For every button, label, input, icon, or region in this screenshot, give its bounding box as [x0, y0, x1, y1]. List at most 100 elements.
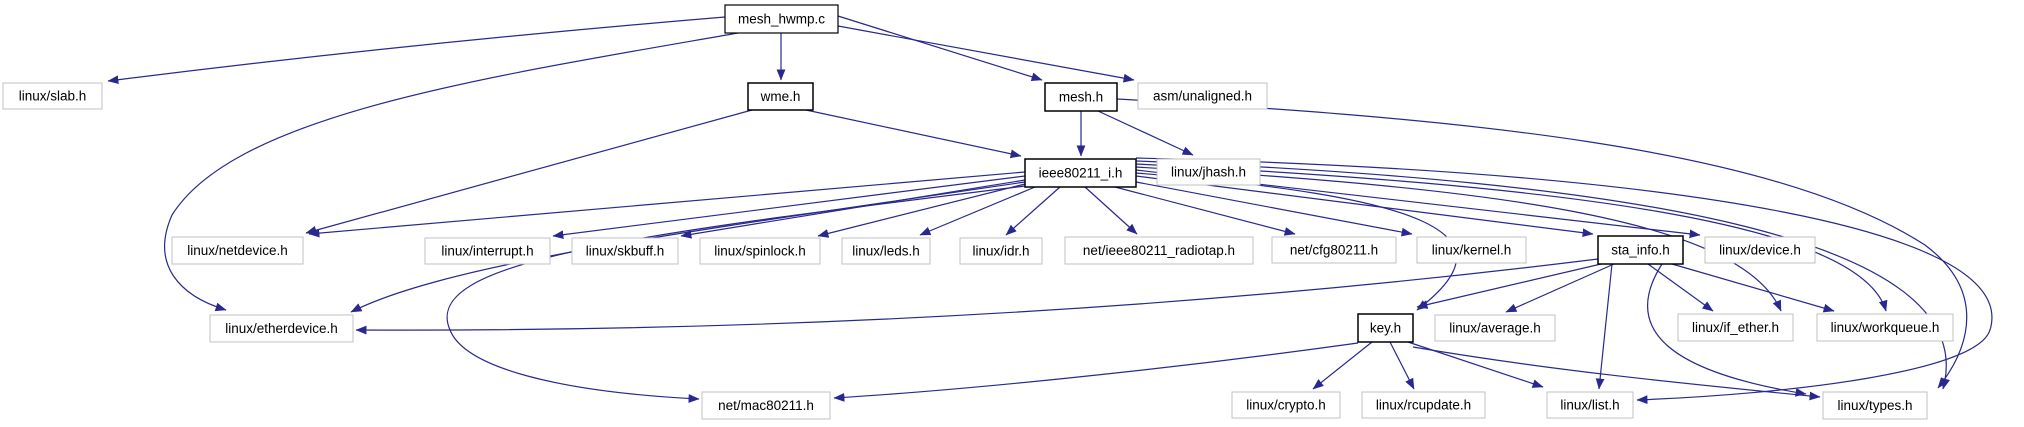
edge-i80211-mac: [446, 185, 1026, 403]
node-label-linux/jhash.h: linux/jhash.h: [1171, 165, 1246, 180]
node-label-linux/if_ether.h: linux/if_ether.h: [1692, 320, 1779, 335]
node-label-linux/types.h: linux/types.h: [1837, 398, 1912, 413]
edge-hwmp-slab: [107, 16, 726, 85]
node-box-linux/average.h: [1434, 314, 1556, 342]
node-linux/interrupt.h: linux/interrupt.h: [424, 237, 551, 265]
node-box-sta_info.h[interactable]: [1597, 235, 1684, 265]
node-label-linux/crypto.h: linux/crypto.h: [1246, 398, 1326, 413]
edge-i80211-list: [1135, 157, 1993, 404]
node-box-linux/netdevice.h: [171, 236, 304, 265]
node-linux/crypto.h: linux/crypto.h: [1231, 391, 1341, 419]
edge-wme-netdev: [305, 109, 753, 235]
edge-i80211-netdev: [308, 171, 1026, 238]
node-label-linux/rcupdate.h: linux/rcupdate.h: [1376, 398, 1471, 413]
edge-key-rcu: [1389, 341, 1415, 390]
node-wme.h[interactable]: wme.h: [747, 82, 814, 111]
node-label-key.h: key.h: [1370, 321, 1401, 336]
node-box-mesh_hwmp.c: [724, 4, 839, 34]
edge-hwmp-unaligned: [837, 25, 1135, 83]
node-box-asm/unaligned.h: [1137, 82, 1268, 110]
node-linux/kernel.h: linux/kernel.h: [1416, 236, 1527, 264]
node-linux/slab.h: linux/slab.h: [2, 82, 103, 110]
edge-i80211-kern: [1135, 181, 1413, 237]
node-box-linux/crypto.h: [1231, 391, 1341, 419]
node-linux/idr.h: linux/idr.h: [959, 237, 1043, 265]
edge-i80211-intr: [552, 175, 1026, 240]
node-net/mac80211.h: net/mac80211.h: [701, 391, 831, 420]
node-box-linux/list.h: [1546, 391, 1634, 419]
edge-i80211-sta: [1135, 175, 1594, 238]
node-linux/device.h: linux/device.h: [1704, 236, 1816, 264]
node-mesh_hwmp.c: mesh_hwmp.c: [724, 4, 839, 34]
node-label-linux/device.h: linux/device.h: [1719, 243, 1801, 258]
node-box-linux/workqueue.h: [1816, 313, 1954, 342]
node-box-ieee80211_i.h[interactable]: [1024, 158, 1137, 188]
node-box-linux/interrupt.h: [424, 237, 551, 265]
node-box-linux/kernel.h: [1416, 236, 1527, 264]
node-box-wme.h[interactable]: [747, 82, 814, 111]
node-box-linux/jhash.h: [1156, 158, 1261, 186]
node-label-linux/list.h: linux/list.h: [1560, 398, 1619, 413]
node-mesh.h[interactable]: mesh.h: [1044, 82, 1118, 112]
node-label-linux/etherdevice.h: linux/etherdevice.h: [225, 321, 338, 336]
node-box-linux/types.h: [1822, 391, 1928, 420]
node-box-net/cfg80211.h: [1271, 236, 1397, 264]
node-linux/leds.h: linux/leds.h: [841, 237, 931, 265]
edge-i80211-cfg: [1114, 186, 1296, 236]
edge-i80211-wq: [1135, 163, 1888, 312]
node-linux/etherdevice.h: linux/etherdevice.h: [209, 314, 354, 343]
node-label-sta_info.h: sta_info.h: [1611, 243, 1670, 258]
edge-key-types: [1412, 346, 1821, 401]
node-box-linux/spinlock.h: [699, 237, 821, 265]
node-linux/spinlock.h: linux/spinlock.h: [699, 237, 821, 265]
edge-sta-ethdev: [355, 258, 1599, 335]
edge-i80211-radiotap: [1084, 186, 1138, 235]
edge-key-crypto: [1312, 341, 1373, 390]
node-label-linux/kernel.h: linux/kernel.h: [1432, 243, 1512, 258]
node-linux/list.h: linux/list.h: [1546, 391, 1634, 419]
edge-key-list: [1407, 341, 1544, 388]
node-linux/average.h: linux/average.h: [1434, 314, 1556, 342]
edge-hwmp-mesh: [837, 15, 1043, 82]
node-net/ieee80211_radiotap.h: net/ieee80211_radiotap.h: [1064, 236, 1254, 265]
node-label-linux/average.h: linux/average.h: [1449, 321, 1541, 336]
node-label-linux/slab.h: linux/slab.h: [19, 89, 87, 104]
node-label-linux/spinlock.h: linux/spinlock.h: [714, 244, 806, 259]
node-box-linux/idr.h: [959, 237, 1043, 265]
edge-i80211-ifeth: [1135, 166, 1782, 312]
node-linux/jhash.h: linux/jhash.h: [1156, 158, 1261, 186]
node-label-linux/leds.h: linux/leds.h: [852, 244, 920, 259]
node-box-linux/skbuff.h: [571, 237, 679, 265]
edge-layer: [107, 15, 1993, 404]
node-box-linux/etherdevice.h: [209, 314, 354, 343]
node-key.h[interactable]: key.h: [1357, 313, 1414, 343]
node-label-asm/unaligned.h: asm/unaligned.h: [1153, 89, 1252, 104]
node-linux/workqueue.h: linux/workqueue.h: [1816, 313, 1954, 342]
node-box-linux/if_ether.h: [1677, 313, 1794, 342]
node-label-linux/idr.h: linux/idr.h: [972, 244, 1029, 259]
edge-sta-ifeth: [1647, 263, 1714, 312]
node-linux/skbuff.h: linux/skbuff.h: [571, 237, 679, 265]
node-box-net/ieee80211_radiotap.h: [1064, 236, 1254, 265]
node-box-key.h[interactable]: [1357, 313, 1414, 343]
edge-mesh-types: [1116, 98, 1968, 389]
node-label-mesh.h: mesh.h: [1059, 90, 1103, 105]
edge-wme-i80211: [805, 109, 1022, 159]
node-ieee80211_i.h[interactable]: ieee80211_i.h: [1024, 158, 1137, 188]
edge-i80211-spin: [817, 183, 1026, 238]
node-label-linux/skbuff.h: linux/skbuff.h: [586, 244, 665, 259]
node-linux/rcupdate.h: linux/rcupdate.h: [1361, 391, 1486, 419]
edge-i80211-idr: [1005, 186, 1061, 236]
node-label-net/cfg80211.h: net/cfg80211.h: [1290, 243, 1378, 258]
node-sta_info.h[interactable]: sta_info.h: [1597, 235, 1684, 265]
node-label-linux/interrupt.h: linux/interrupt.h: [441, 244, 533, 259]
node-box-mesh.h[interactable]: [1044, 82, 1118, 112]
edge-i80211-leds: [919, 186, 1036, 236]
node-label-wme.h: wme.h: [760, 89, 801, 104]
node-box-linux/device.h: [1704, 236, 1816, 264]
node-label-linux/netdevice.h: linux/netdevice.h: [187, 243, 288, 258]
edge-sta-list: [1595, 263, 1613, 390]
edge-sta-key: [1416, 263, 1602, 309]
node-label-mesh_hwmp.c: mesh_hwmp.c: [738, 12, 825, 27]
node-label-net/mac80211.h: net/mac80211.h: [718, 398, 814, 413]
